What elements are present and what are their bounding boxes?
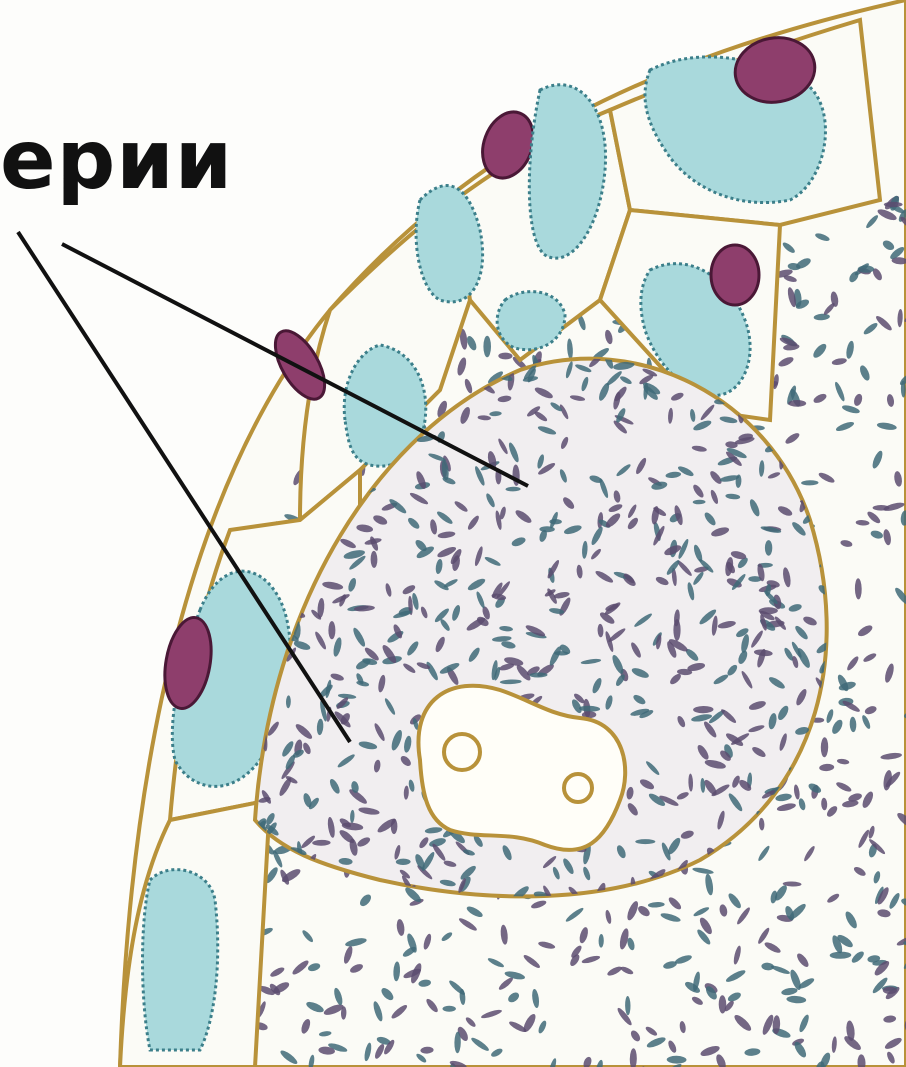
bacteroid bbox=[673, 619, 680, 641]
bacteroid bbox=[443, 1006, 456, 1012]
bacteroid bbox=[483, 336, 491, 358]
bacteroid bbox=[788, 400, 806, 407]
bacteroid bbox=[858, 265, 874, 272]
bacteroid bbox=[765, 540, 772, 556]
bacteroid bbox=[884, 202, 903, 207]
nucleolus bbox=[564, 774, 592, 802]
vacuole bbox=[143, 870, 218, 1050]
cell-nucleus bbox=[711, 245, 759, 305]
bacteria-label: ерии bbox=[0, 120, 233, 202]
bacteroid bbox=[635, 839, 655, 844]
nucleolus bbox=[444, 734, 480, 770]
bacteroid bbox=[249, 359, 268, 373]
bacteroid bbox=[328, 621, 335, 639]
